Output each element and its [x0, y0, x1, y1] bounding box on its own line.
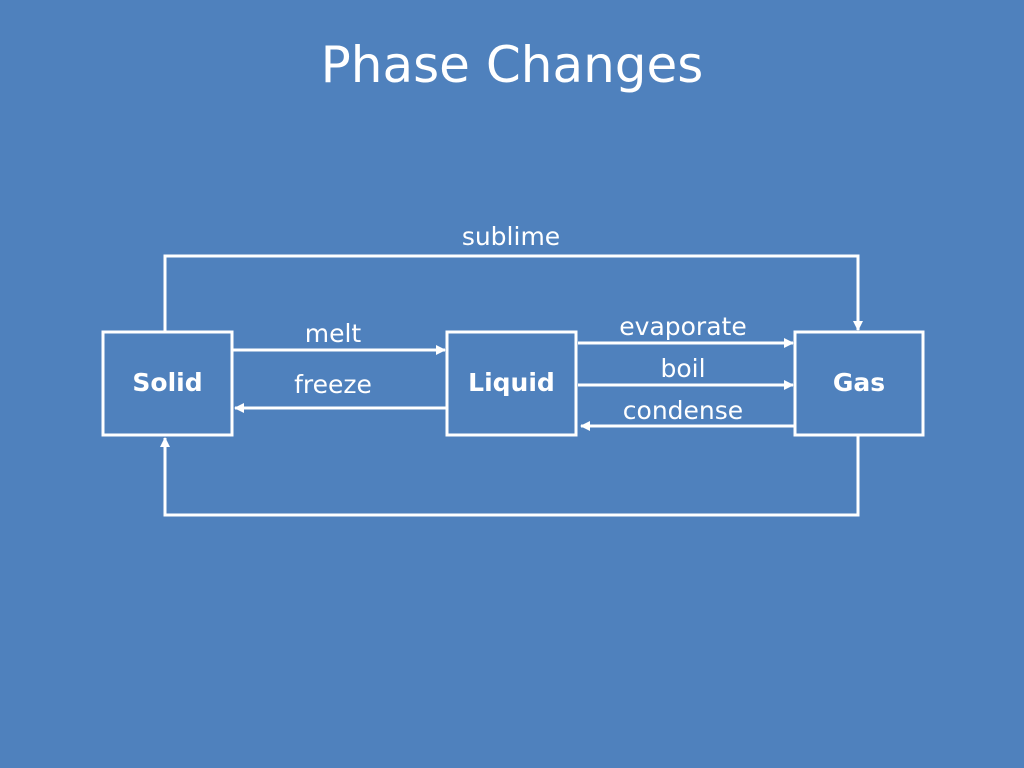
edge-gas-to-solid: [160, 436, 860, 517]
node-liquid-label: Liquid: [468, 368, 555, 397]
node-solid: Solid: [101, 330, 234, 437]
node-liquid-box: [445, 330, 578, 437]
edge-sublime-label: sublime: [462, 222, 560, 251]
node-gas: Gas: [793, 330, 925, 437]
edge-gas-to-solid-line: [160, 436, 860, 517]
edge-melt: melt: [233, 319, 446, 355]
node-gas-label: Gas: [833, 368, 885, 397]
edge-condense-label: condense: [623, 396, 743, 425]
edge-evaporate: evaporate: [578, 312, 794, 348]
edge-condense: condense: [580, 396, 794, 431]
edge-evaporate-label: evaporate: [619, 312, 746, 341]
slide-title: Phase Changes: [320, 36, 704, 94]
edge-boil-label: boil: [660, 354, 705, 383]
edge-freeze-label: freeze: [294, 370, 372, 399]
edge-melt-label: melt: [305, 319, 362, 348]
node-solid-label: Solid: [132, 368, 202, 397]
edge-boil: boil: [578, 354, 794, 390]
edge-sublime: sublime: [163, 222, 863, 332]
node-liquid: Liquid: [445, 330, 578, 437]
node-gas-box: [793, 330, 925, 437]
edge-sublime-line: [163, 254, 863, 332]
edge-freeze: freeze: [234, 370, 446, 413]
node-solid-box: [101, 330, 234, 437]
